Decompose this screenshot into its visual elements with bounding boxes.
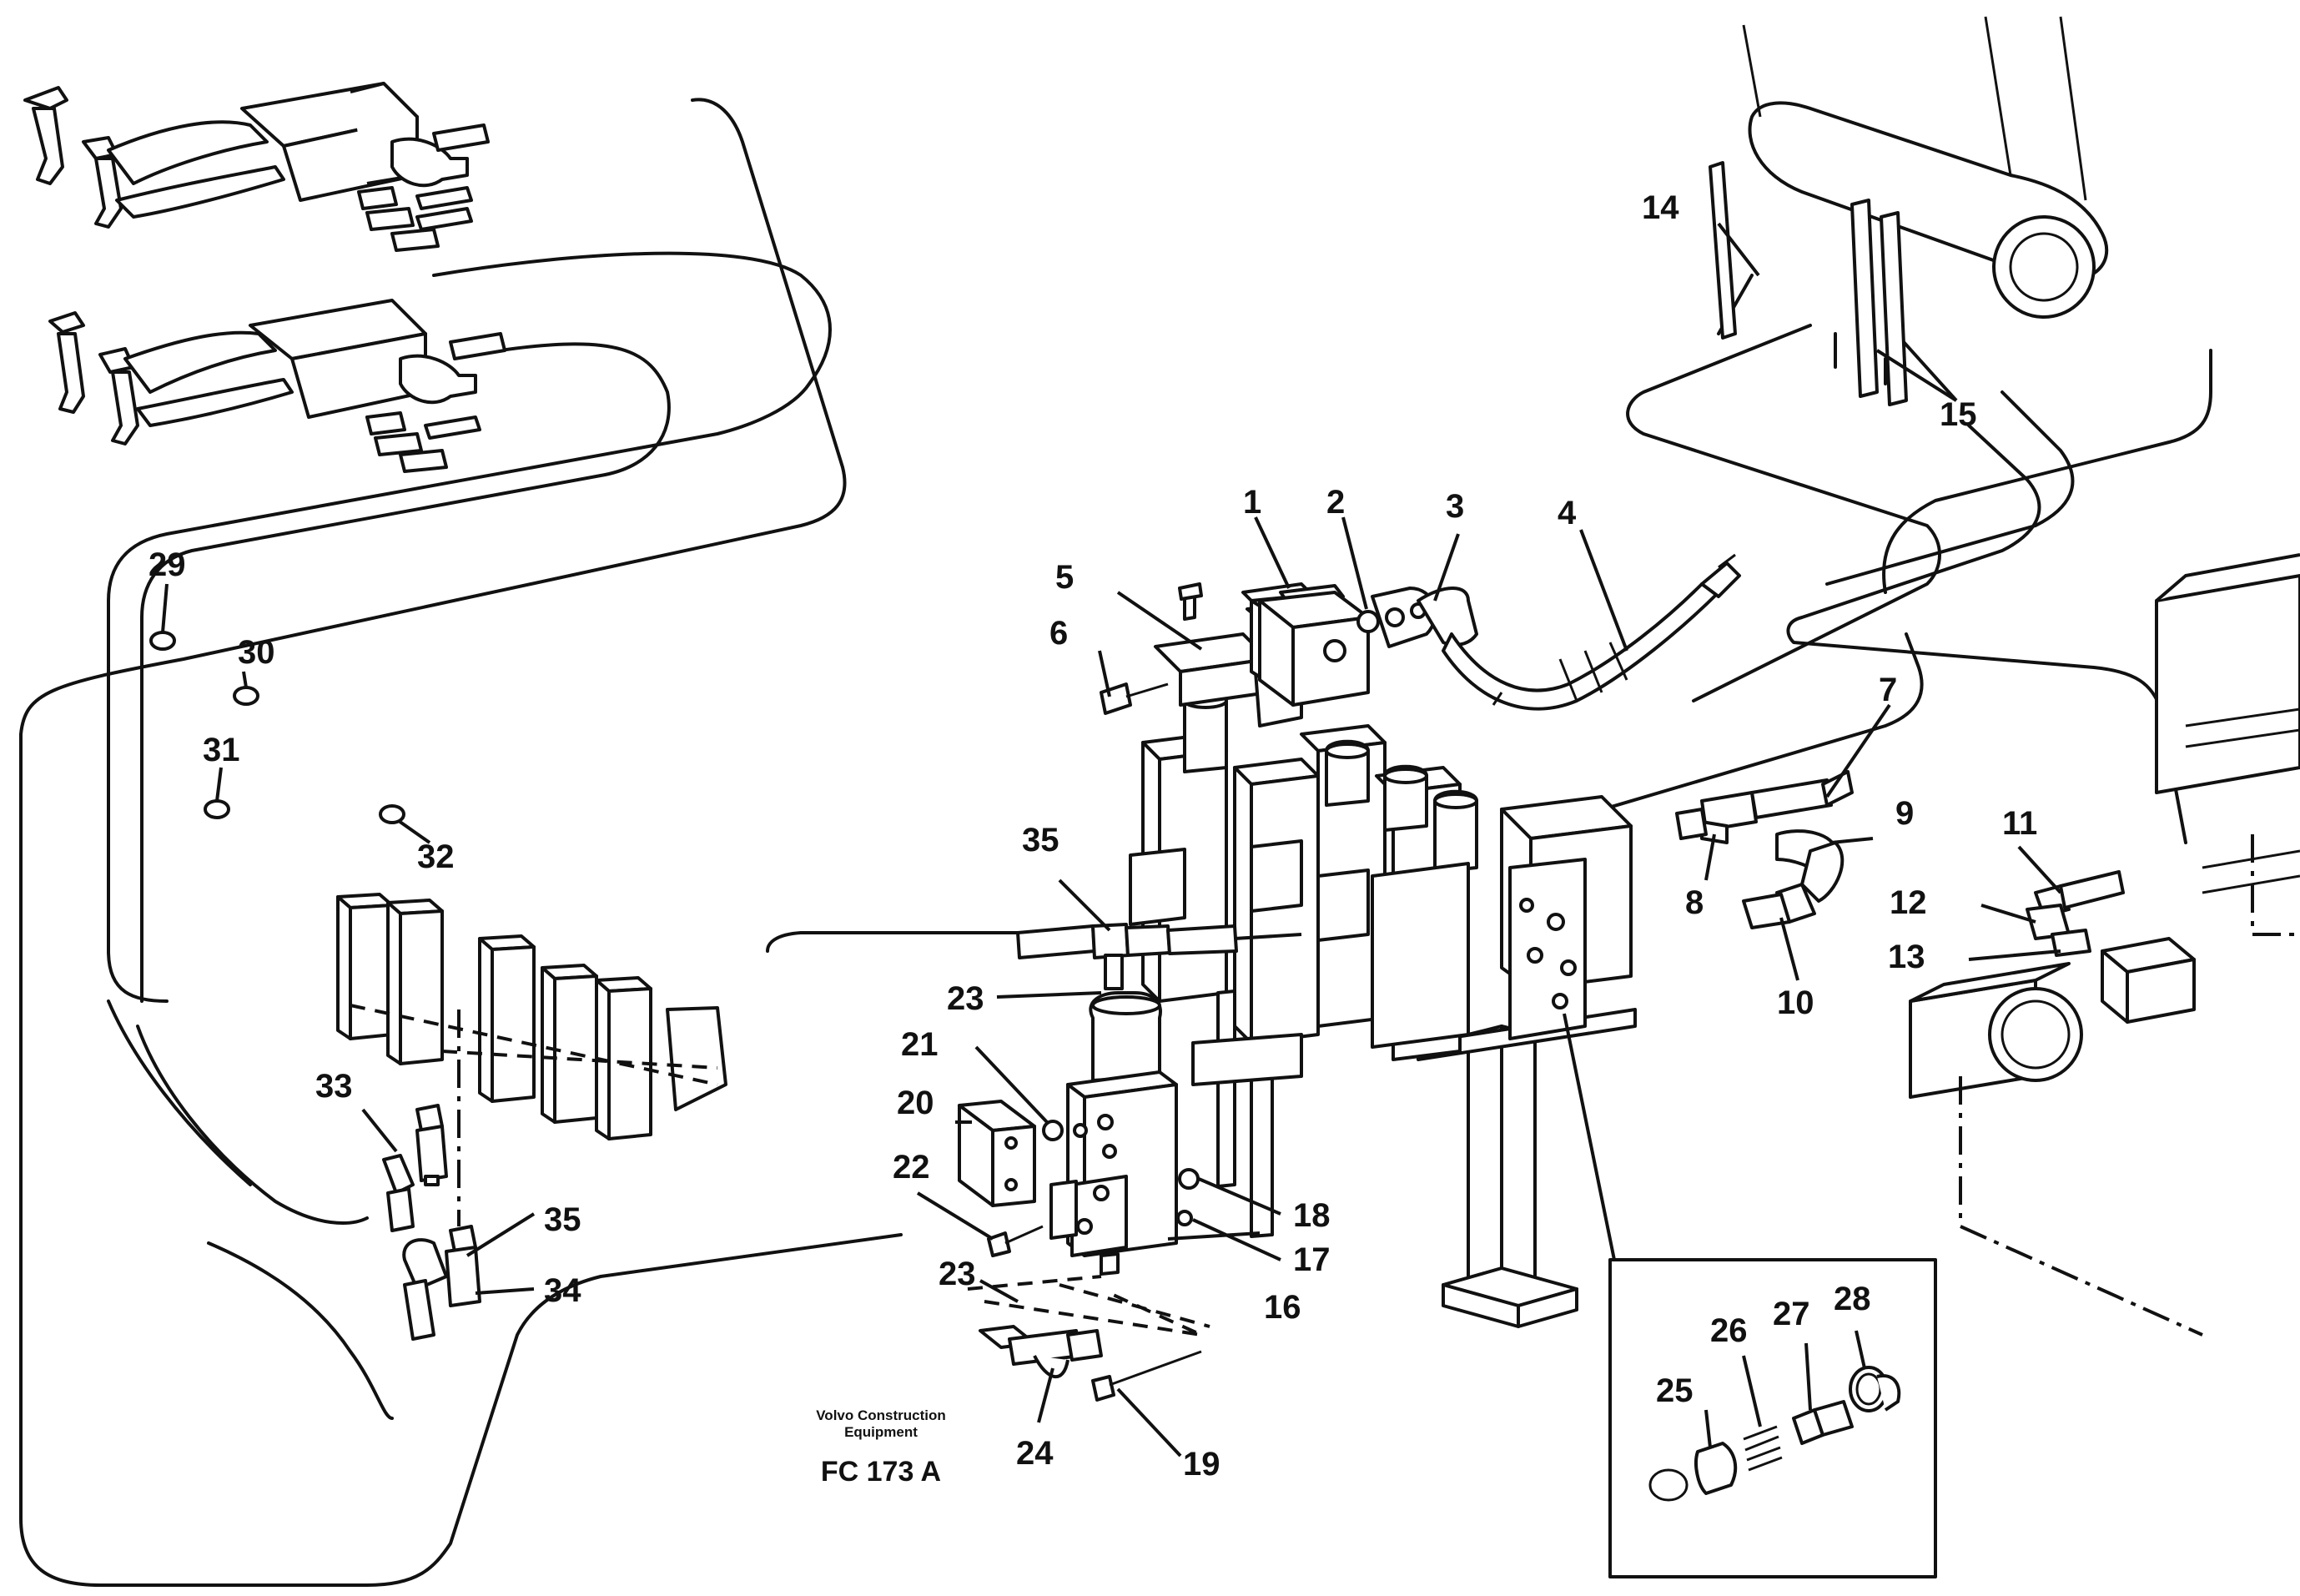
right-fittings — [1675, 553, 2300, 1337]
callout-22: 22 — [893, 1149, 930, 1186]
callout-29: 29 — [148, 546, 186, 583]
callout-30: 30 — [238, 634, 275, 671]
seal-rings — [149, 631, 405, 824]
pressure-valve-assembly — [958, 923, 1302, 1402]
callout-5: 5 — [1055, 559, 1074, 596]
callout-6: 6 — [1049, 615, 1068, 652]
lower-pedal-assembly — [48, 299, 506, 473]
callout-18: 18 — [1293, 1197, 1331, 1234]
callout-1: 1 — [1243, 484, 1261, 521]
callout-24: 24 — [1016, 1435, 1054, 1472]
callout-35-center: 35 — [1022, 822, 1059, 858]
callout-20: 20 — [897, 1085, 934, 1121]
callout-31: 31 — [203, 732, 240, 768]
caption-brand-line2: Equipment — [844, 1424, 918, 1440]
left-fittings — [382, 1104, 481, 1341]
callout-35-left: 35 — [544, 1201, 581, 1238]
callout-16: 16 — [1264, 1289, 1301, 1326]
callout-17: 17 — [1293, 1241, 1331, 1278]
callout-32: 32 — [417, 838, 455, 875]
callout-28: 28 — [1834, 1281, 1871, 1317]
callout-23-upper: 23 — [947, 980, 984, 1017]
callout-12: 12 — [1890, 884, 1927, 921]
top-bracket-and-block — [1100, 553, 1741, 728]
callout-34: 34 — [544, 1272, 581, 1309]
callout-15: 15 — [1940, 396, 1977, 433]
callout-19: 19 — [1183, 1446, 1220, 1483]
callout-9: 9 — [1895, 795, 1914, 832]
figure-caption: Volvo Construction Equipment FC 173 A — [816, 1407, 946, 1488]
callout-21: 21 — [901, 1026, 939, 1063]
caption-figure-code: FC 173 A — [821, 1456, 941, 1488]
upper-pedal-assembly — [23, 82, 490, 252]
hose-lines — [19, 98, 2212, 1587]
caption-brand-line1: Volvo Construction — [816, 1407, 946, 1423]
main-control-valve — [1129, 689, 1637, 1328]
callout-26: 26 — [1710, 1312, 1748, 1349]
leader-lines — [161, 222, 2062, 1458]
boom-section — [1709, 16, 2109, 406]
callout-13: 13 — [1888, 939, 1925, 975]
callout-3: 3 — [1446, 488, 1464, 525]
callout-7: 7 — [1879, 672, 1897, 708]
callout-4: 4 — [1558, 495, 1577, 531]
callout-33: 33 — [315, 1068, 353, 1105]
callout-8: 8 — [1685, 884, 1704, 921]
callout-11: 11 — [2002, 805, 2037, 842]
leader-inset — [1563, 1013, 1616, 1261]
callout-2: 2 — [1326, 484, 1345, 521]
callout-labels: 1 2 3 4 5 6 7 8 9 10 11 12 13 14 15 16 1… — [148, 189, 2037, 1483]
detail-inset — [1608, 1258, 1937, 1578]
callout-23-lower: 23 — [939, 1256, 976, 1292]
callout-10: 10 — [1777, 984, 1814, 1021]
left-valve-bank — [336, 893, 727, 1226]
callout-25: 25 — [1656, 1372, 1694, 1409]
callout-14: 14 — [1642, 189, 1679, 226]
callout-27: 27 — [1773, 1296, 1810, 1332]
